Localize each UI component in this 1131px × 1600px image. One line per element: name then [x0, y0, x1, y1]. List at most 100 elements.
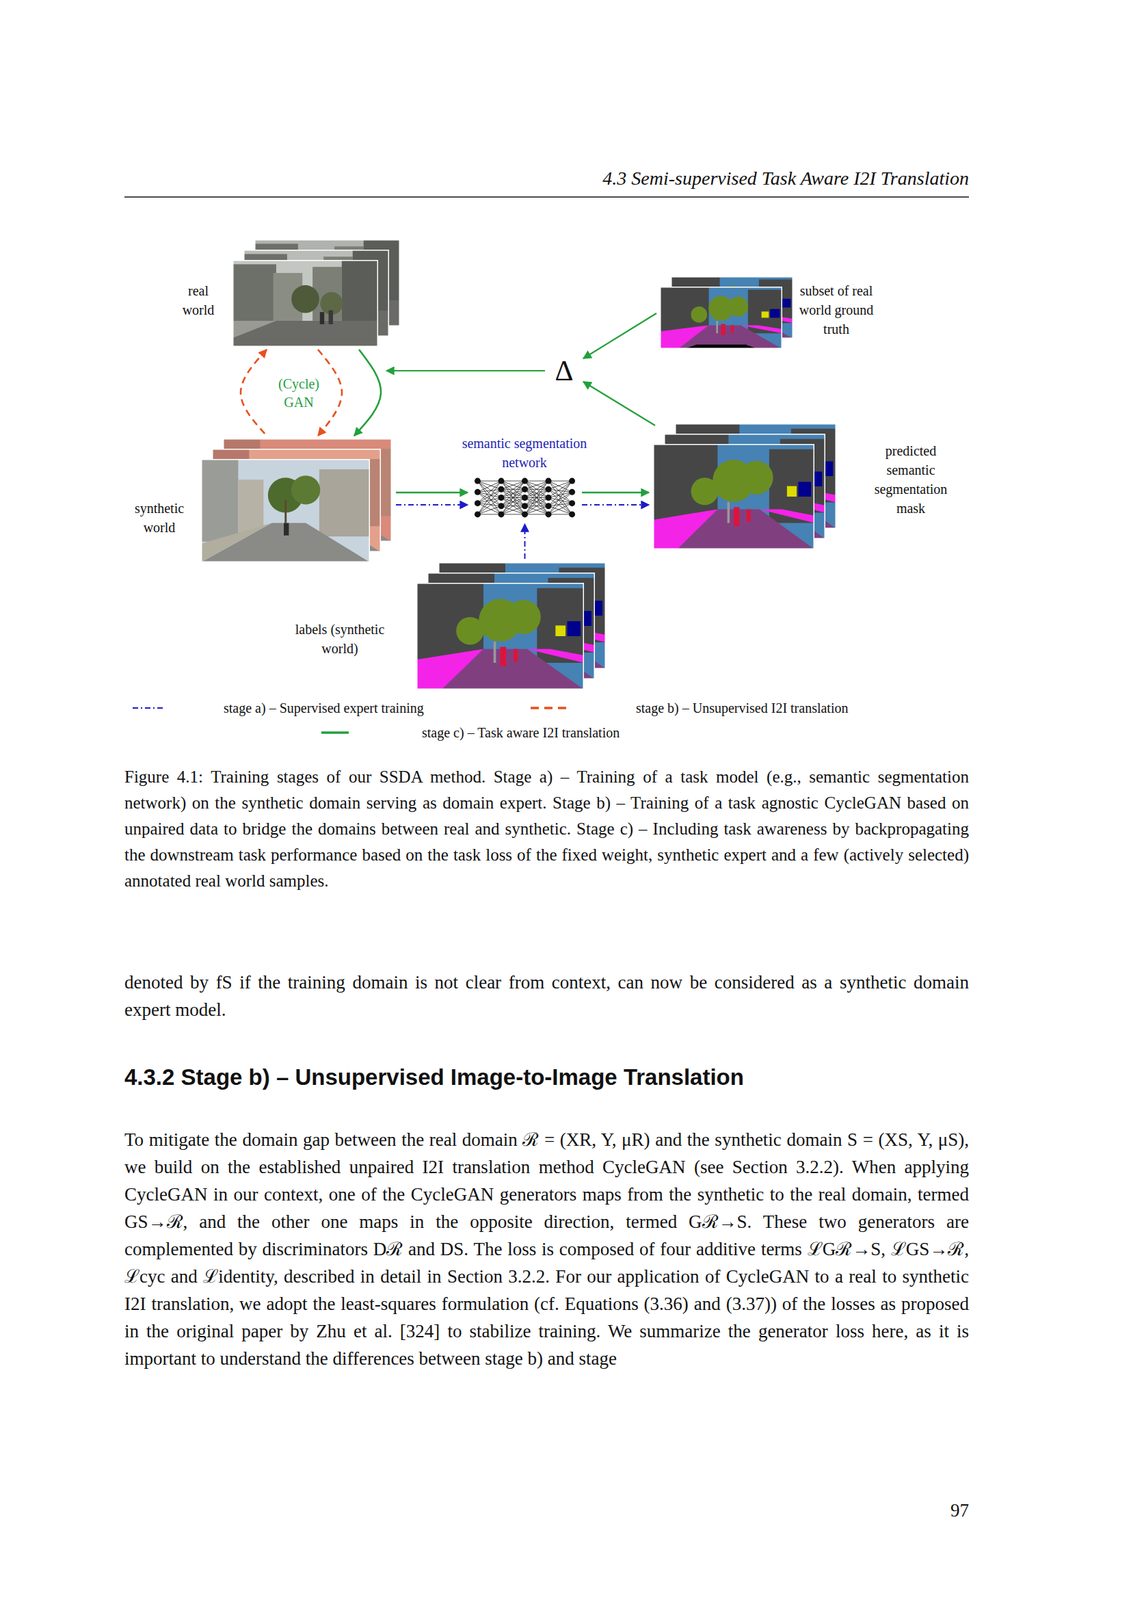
network-neuron — [521, 486, 528, 493]
image-part — [730, 324, 734, 333]
network-link — [548, 480, 573, 507]
network-link — [501, 480, 526, 507]
network-neuron — [521, 477, 528, 485]
image-part — [740, 324, 783, 334]
image-part — [691, 477, 719, 505]
network-neuron — [474, 488, 481, 496]
network-link — [548, 506, 573, 515]
node-label: predicted semantic segmentation mask — [867, 441, 954, 518]
network-link — [548, 491, 573, 498]
network-link — [501, 497, 526, 515]
connector — [240, 349, 342, 436]
image-part — [201, 523, 370, 563]
image-part — [328, 310, 334, 325]
network-link — [477, 488, 502, 515]
network-link — [477, 480, 502, 492]
network-link — [525, 480, 550, 515]
section-heading: 4.3.2 Stage b) – Unsupervised Image-to-I… — [124, 1061, 969, 1093]
network-link — [477, 503, 502, 515]
image-part — [201, 523, 273, 563]
network-icon — [471, 476, 579, 519]
image-border — [660, 287, 783, 349]
network-link — [525, 497, 550, 515]
network-link — [501, 480, 526, 489]
network-link — [548, 491, 573, 515]
image-part — [291, 285, 320, 314]
network-link — [548, 488, 573, 503]
network-link — [548, 480, 573, 489]
image-stack — [201, 438, 392, 563]
network-link — [525, 480, 550, 507]
node-label: subset of real world ground truth — [797, 281, 876, 339]
image-part — [739, 460, 773, 495]
image-part — [232, 320, 379, 347]
network-link — [501, 480, 526, 515]
network-neuron — [545, 477, 552, 485]
edge-label: (Cycle) GAN — [268, 374, 330, 412]
network-node: semantic segmentation network — [471, 476, 579, 519]
image-part — [527, 648, 584, 663]
image-part — [727, 501, 731, 524]
image-part — [201, 458, 370, 563]
image-part — [232, 263, 277, 325]
network-link — [548, 513, 573, 515]
image-border — [201, 459, 370, 563]
legend-text: stage b) – Unsupervised I2I translation — [635, 698, 848, 718]
network-link — [477, 491, 502, 515]
node-label: real world — [173, 281, 223, 320]
connector — [395, 503, 468, 506]
image-part — [201, 458, 238, 542]
image-part — [690, 306, 708, 323]
image-part — [715, 320, 718, 334]
network-neuron — [545, 502, 552, 509]
network-link — [548, 480, 573, 482]
network-link — [525, 480, 550, 482]
image-stack — [653, 423, 837, 550]
connector — [583, 381, 656, 426]
legend-sample — [132, 707, 164, 709]
image-part — [493, 641, 497, 663]
stack-image — [416, 582, 584, 690]
image-part — [555, 624, 566, 636]
image-part — [780, 298, 791, 308]
network-link — [548, 480, 573, 492]
image-part — [733, 506, 740, 526]
network-link — [477, 497, 502, 515]
connector — [583, 313, 657, 359]
network-link — [501, 497, 526, 515]
network-neuron — [568, 499, 576, 507]
network-link — [501, 480, 526, 498]
image-stack-node: subset of real world ground truth — [659, 276, 794, 349]
connector — [386, 369, 545, 372]
image-part — [567, 620, 582, 636]
image-part — [506, 599, 541, 634]
network-neuron — [545, 486, 552, 493]
image-part — [320, 311, 325, 325]
network-neuron — [474, 499, 481, 507]
page-number: 97 — [900, 1497, 969, 1523]
network-neuron — [521, 502, 528, 509]
network-link — [525, 506, 550, 515]
network-link — [548, 503, 573, 515]
image-stack-node: real world — [232, 239, 401, 347]
node-label: semantic segmentation network — [445, 433, 604, 472]
image-stack — [659, 276, 794, 349]
image-stack-node: synthetic world — [201, 438, 392, 563]
image-border — [417, 583, 584, 690]
image-part — [513, 648, 518, 662]
network-link — [477, 488, 502, 503]
legend-sample — [530, 706, 571, 710]
image-stack-node: labels (synthetic world) — [416, 562, 606, 690]
network-neuron — [568, 477, 576, 485]
network-link — [477, 513, 502, 515]
image-part — [653, 443, 815, 550]
image-stack — [416, 562, 606, 690]
network-link — [477, 480, 502, 489]
network-link — [525, 497, 550, 515]
network-link — [501, 488, 526, 515]
network-link — [477, 491, 502, 506]
network-link — [477, 480, 502, 507]
image-part — [728, 296, 749, 317]
network-neuron — [568, 510, 576, 517]
network-link — [548, 497, 573, 515]
